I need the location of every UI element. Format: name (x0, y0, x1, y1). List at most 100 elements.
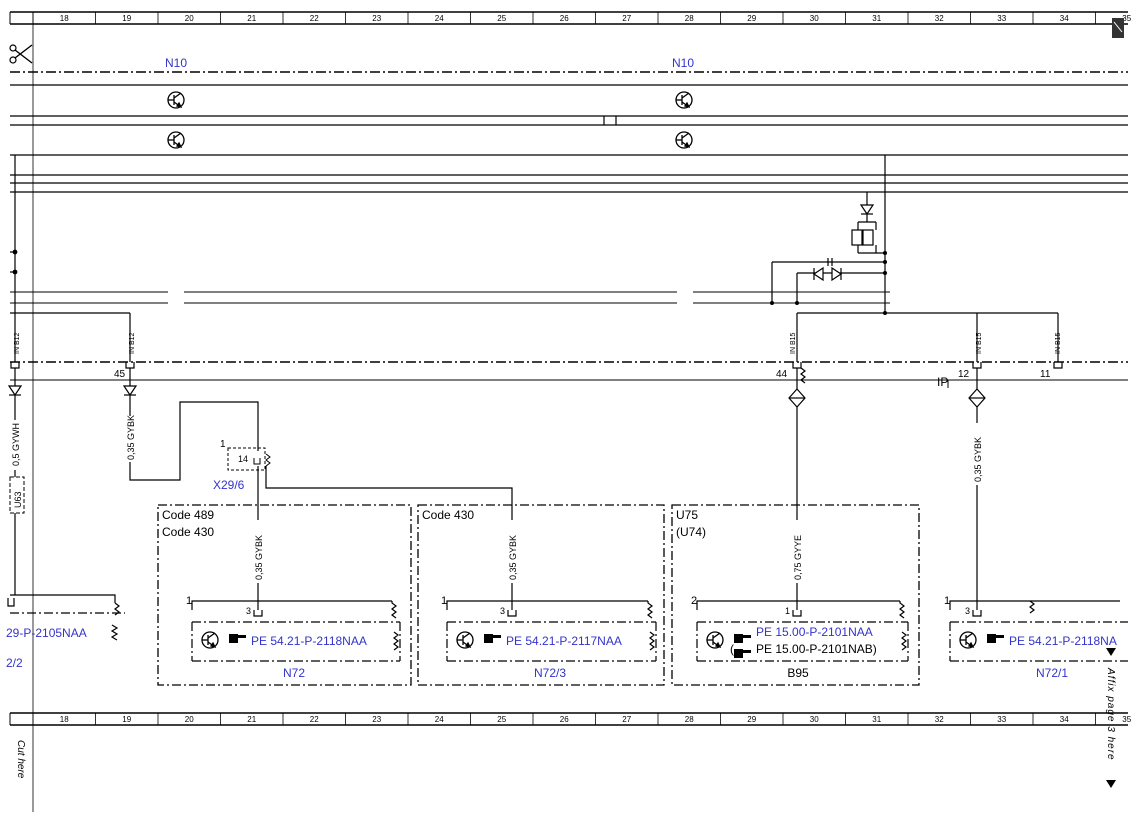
bottom-ruler-col-label: 19 (122, 715, 131, 724)
top-ruler-col-label: 29 (747, 14, 756, 23)
wire-gyye: 0,75 GYYE (793, 535, 803, 580)
top-ruler-col-label: 30 (810, 14, 819, 23)
pin-top-label: 1 (441, 595, 447, 607)
component-n72: 1 3 PE 54.21-P-2118NAA N72 (186, 595, 401, 680)
top-ruler-col-label: 35 (1122, 14, 1131, 23)
bottom-ruler-col-label: 23 (372, 715, 381, 724)
reference-link[interactable]: PE 54.21-P-2118NAA (251, 634, 367, 648)
top-ruler-col-label: 22 (310, 14, 319, 23)
pin-11: 11 (1040, 369, 1051, 380)
internal-lines (10, 84, 1128, 193)
pin-label: 3 (965, 606, 970, 616)
pointing-hand-icon (734, 634, 751, 643)
b95-code1: U75 (676, 508, 698, 522)
top-ruler-col-label: 18 (60, 14, 69, 23)
bottom-ruler-col-label: 29 (747, 715, 756, 724)
left-trunk (10, 155, 131, 362)
bottom-ruler-col-label: 27 (622, 715, 631, 724)
n72-code2: Code 430 (162, 525, 214, 539)
pointing-hand-icon (229, 634, 246, 643)
wire-gywh: 0,5 GYWH (11, 423, 21, 466)
in-b15-label-c: IN B15 (1055, 332, 1062, 354)
bottom-ruler-col-label: 28 (685, 715, 694, 724)
pointing-hand-icon (987, 634, 1004, 643)
affix-arrow-top-icon (1106, 648, 1116, 656)
u63-box (9, 476, 25, 514)
top-ruler-col-label: 32 (935, 14, 944, 23)
n72-3-code1: Code 430 (422, 508, 474, 522)
bottom-ruler-col-label: 30 (810, 715, 819, 724)
reference-link[interactable]: PE 54.21-P-2117NAA (506, 634, 622, 648)
pin-45: 45 (114, 369, 126, 380)
page-corner-icon (1112, 18, 1124, 38)
partial-left-ref: 29-P-2105NAA (6, 626, 87, 640)
pointing-hand-icon (734, 649, 751, 658)
wire-gybk-2: 0,35 GYBK (254, 535, 264, 580)
pin-top-label: 1 (944, 595, 950, 607)
top-ruler-col-label: 19 (122, 14, 131, 23)
partial-left-name: 2/2 (6, 656, 23, 670)
n10-left-label: N10 (165, 56, 187, 70)
top-ruler-col-label: 25 (497, 14, 506, 23)
bottom-ruler-col-label: 31 (872, 715, 881, 724)
transistor-icon (675, 91, 693, 109)
top-ruler-col-label: 31 (872, 14, 881, 23)
code-boxes (157, 504, 920, 686)
top-ruler-col-label: 33 (997, 14, 1006, 23)
in-b12-label-b: IN B12 (129, 332, 136, 354)
scissors-icon (9, 44, 33, 64)
bottom-ruler-col-label: 25 (497, 715, 506, 724)
b95-code2: (U74) (676, 525, 706, 539)
bus-30-31 (10, 291, 890, 304)
top-ruler-col-label: 28 (685, 14, 694, 23)
top-ruler-col-label: 34 (1060, 14, 1069, 23)
component-name: N72 (283, 666, 305, 680)
pin-top-label: 1 (186, 595, 192, 607)
in-b12-label-a: IN B12 (14, 332, 21, 354)
component-n72-1: 1 3 PE 54.21-P-2118NA N72/1 (944, 595, 1128, 680)
in-b15-label-a: IN B15 (790, 332, 797, 354)
bottom-ruler-col-label: 33 (997, 715, 1006, 724)
bottom-ruler-col-label: 18 (60, 715, 69, 724)
bottom-ruler-col-label: 24 (435, 715, 444, 724)
bottom-ruler-col-label: 22 (310, 715, 319, 724)
n72-code1: Code 489 (162, 508, 214, 522)
wire-u63: U63 (13, 491, 23, 508)
transistor-icon (959, 631, 977, 649)
transistor-icon (167, 131, 185, 149)
top-ruler-col-label: 21 (247, 14, 256, 23)
wire-gybk-1: 0,35 GYBK (126, 415, 136, 460)
pin-44: 44 (776, 369, 788, 380)
n10-right-label: N10 (672, 56, 694, 70)
pointing-hand-icon (484, 634, 501, 643)
reference-link[interactable]: PE 15.00-P-2101NAA (756, 625, 873, 639)
wire-gybk-4: 0,35 GYBK (973, 437, 983, 482)
pin-label: 1 (785, 606, 790, 616)
bottom-ruler-col-label: 21 (247, 715, 256, 724)
component-name: B95 (787, 666, 809, 680)
cut-here-label: Cut here (15, 740, 26, 779)
top-ruler-col-label: 23 (372, 14, 381, 23)
pin-label: 3 (246, 606, 251, 616)
transistor-icon (167, 91, 185, 109)
affix-label: Affix page 3 here (1105, 667, 1116, 761)
pin-12: 12 (958, 369, 970, 380)
junction-dots (770, 251, 887, 315)
top-ruler-col-label: 27 (622, 14, 631, 23)
reference-link-secondary[interactable]: PE 15.00-P-2101NAB) (756, 642, 877, 656)
component-name: N72/1 (1036, 666, 1068, 680)
top-ruler-col-label: 26 (560, 14, 569, 23)
diode-relay-circuit (771, 155, 1059, 362)
x29-pin14: 14 (238, 454, 248, 464)
transistor-icon (675, 131, 693, 149)
pin-label: 3 (500, 606, 505, 616)
bottom-ruler-col-label: 35 (1122, 715, 1131, 724)
partial-left-component (7, 594, 125, 641)
transistor-icon (201, 631, 219, 649)
pin-top-label: 2 (691, 595, 697, 607)
reference-link[interactable]: PE 54.21-P-2118NA (1009, 634, 1117, 648)
